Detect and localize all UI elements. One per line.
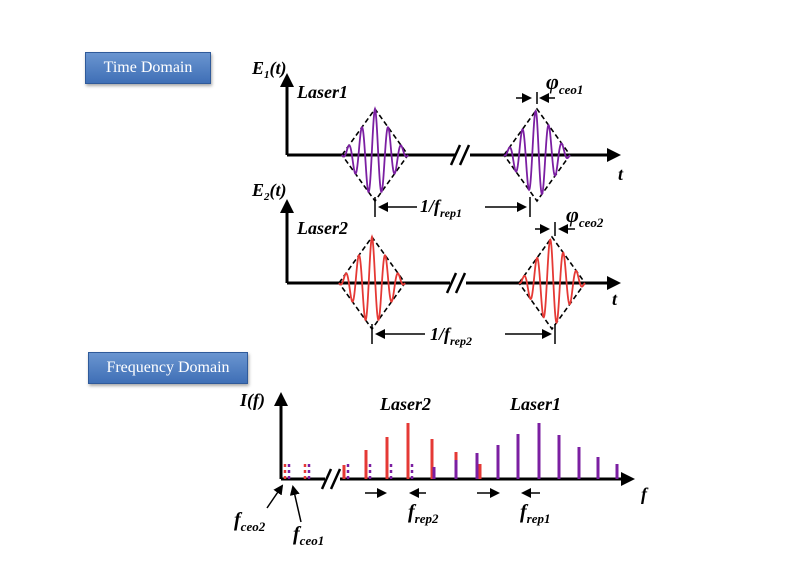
laser2-pulse-a	[338, 234, 406, 331]
t-label-2: t	[612, 289, 618, 309]
frep1-label: frep1	[520, 501, 551, 526]
fceo2-label: fceo2	[234, 509, 266, 534]
pulse-carrier	[503, 109, 571, 196]
frequency-panel: I(f) f Laser2 Laser1 fceo2 fceo1 frep2 f…	[234, 390, 649, 548]
fceo1-pointer	[289, 485, 302, 523]
pulse-carrier	[341, 106, 409, 193]
frep2-label: frep2	[408, 501, 439, 526]
laser2-pulse-b	[518, 235, 586, 331]
axis-break-1	[449, 144, 471, 166]
frequency-domain-badge: Frequency Domain	[88, 352, 248, 384]
pulse-carrier	[338, 234, 406, 321]
fceo2-pointer	[266, 484, 284, 509]
e1-axis-label: E1(t)	[251, 58, 287, 81]
axis-break-2	[445, 272, 467, 294]
laser1-label: Laser1	[296, 82, 348, 102]
laser1-freq-label: Laser1	[509, 394, 561, 414]
time-panel-1: E1(t) Laser1 t φceo1 1/frep1	[251, 58, 624, 220]
comb-lines	[283, 423, 619, 479]
f-label: f	[641, 484, 649, 504]
phi-ceo1-label: φceo1	[546, 69, 583, 97]
laser1-pulse-a	[341, 106, 409, 203]
time-panel-2: E2(t) Laser2 t φceo2 1/frep2	[251, 180, 621, 348]
fceo1-label: fceo1	[293, 523, 324, 548]
axis-break-3	[320, 468, 342, 490]
laser2-label: Laser2	[296, 218, 348, 238]
laser2-freq-label: Laser2	[379, 394, 431, 414]
period1-label: 1/frep1	[420, 196, 462, 220]
time-domain-badge: Time Domain	[85, 52, 211, 84]
phi-ceo2-label: φceo2	[566, 202, 604, 230]
if-axis-label: I(f)	[239, 390, 265, 411]
e2-axis-label: E2(t)	[251, 180, 287, 203]
laser1-pulse-b	[503, 107, 571, 203]
pulse-carrier	[518, 238, 586, 324]
period2-label: 1/frep2	[430, 324, 472, 348]
t-label-1: t	[618, 164, 624, 184]
